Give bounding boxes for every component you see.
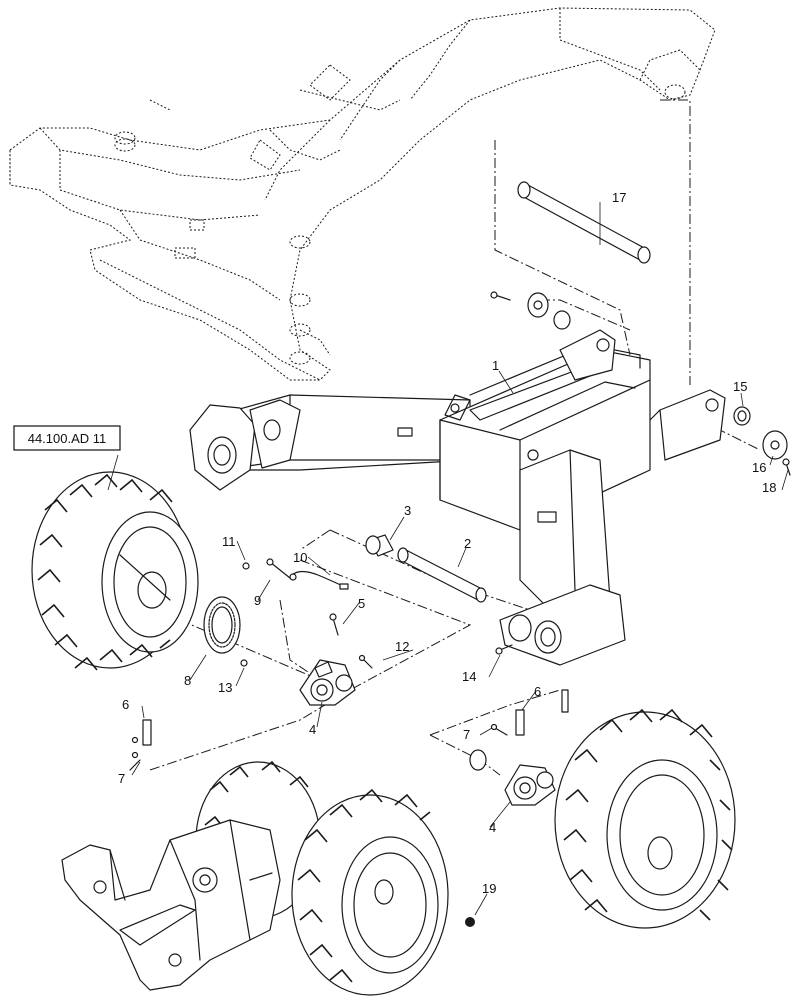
callout-19: 19 [482,881,496,896]
bolt-7-left [129,736,141,771]
bushing-lower [469,749,487,771]
callout-4-upper: 4 [309,722,316,737]
upper-pivot-hardware [490,291,571,330]
retainer-6-right [515,689,569,736]
main-axle-frame-1 [189,329,726,666]
tone-ring-8 [203,596,241,654]
callout-16: 16 [752,460,766,475]
callout-18: 18 [762,480,776,495]
retainer-6-left [142,719,152,746]
washer-15 [733,406,751,426]
reference-label[interactable]: 44.100.AD 11 [13,425,121,451]
right-wheel [554,708,736,929]
callout-12: 12 [395,639,409,654]
upper-frame-dotted [9,7,716,381]
reference-label-text: 44.100.AD 11 [28,431,107,446]
pivot-pin-17 [517,181,651,264]
plate-16 [762,430,788,460]
callout-7-right: 7 [463,727,470,742]
callout-2: 2 [464,536,471,551]
leader-lines [107,202,789,916]
callout-14: 14 [462,669,476,684]
bolt-13 [240,659,248,667]
bolt-18 [782,458,791,476]
bolt-5 [329,613,339,636]
assembled-view [61,760,449,996]
callout-13: 13 [218,680,232,695]
callout-numbers: 1 2 3 4 4 5 6 6 7 7 8 9 10 11 12 13 14 1… [118,190,776,896]
bolt-14 [495,644,513,655]
callout-9: 9 [254,593,261,608]
callout-4-lower: 4 [489,820,496,835]
hub-bracket-4-upper [299,659,356,706]
callout-11: 11 [222,534,236,549]
nut-19 [465,917,475,927]
bolt-7-right [490,723,508,736]
sensor-10 [289,570,349,590]
callout-3: 3 [404,503,411,518]
left-wheel [31,471,199,671]
bushing-3 [365,534,394,557]
callout-6-right: 6 [534,684,541,699]
callout-10: 10 [293,550,307,565]
hub-bracket-4-lower [504,764,556,806]
pin-2 [397,547,487,603]
callout-6-left: 6 [122,697,129,712]
callout-7-left: 7 [118,771,125,786]
screw-9 [266,558,291,579]
callout-17: 17 [612,190,626,205]
callout-8: 8 [184,673,191,688]
bolt-11 [242,562,250,570]
callout-15: 15 [733,379,747,394]
callout-1: 1 [492,358,499,373]
bolt-12 [358,654,373,669]
callout-5: 5 [358,596,365,611]
